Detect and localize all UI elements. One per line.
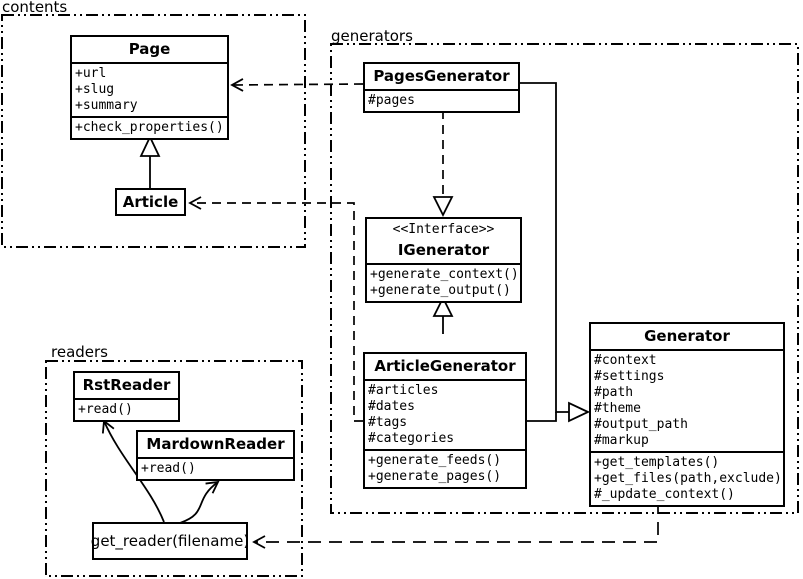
attributes-section: #context #settings #path #theme #output_…	[591, 349, 783, 451]
method: +get_templates()	[594, 455, 720, 470]
class-box-rstreader: RstReader +read()	[73, 371, 180, 422]
attribute: #pages	[368, 93, 415, 108]
attribute: #path	[594, 385, 634, 400]
class-title: PagesGenerator	[373, 67, 510, 85]
dependency-pagesgenerator-to-page	[230, 78, 364, 92]
attributes-section: #articles #dates #tags #categories	[365, 379, 525, 449]
attribute: #categories	[368, 431, 455, 446]
attribute: #theme	[594, 401, 641, 416]
dependency-generator-to-getreader	[252, 501, 659, 549]
methods-section: +read()	[75, 398, 178, 420]
methods-section: +generate_feeds() +generate_pages()	[365, 449, 525, 487]
class-title: Generator	[644, 327, 730, 345]
inheritance-articlegenerator-to-igenerator	[432, 295, 454, 334]
class-box-article: Article	[115, 188, 186, 216]
methods-section: +check_properties()	[72, 116, 227, 138]
inheritance-generators-to-generator	[520, 82, 591, 423]
attribute: #dates	[368, 399, 415, 414]
package-border-readers	[45, 360, 303, 577]
attribute: #settings	[594, 369, 665, 384]
method: +generate_output()	[370, 283, 511, 298]
attribute: +summary	[75, 98, 138, 113]
class-title: MardownReader	[146, 435, 285, 453]
realization-pagesgenerator-to-igenerator	[432, 110, 454, 218]
attribute: #articles	[368, 383, 439, 398]
package-border-generators	[330, 43, 799, 514]
attribute: #markup	[594, 433, 649, 448]
class-title: Article	[122, 193, 179, 211]
package-label-contents: contents	[2, 0, 68, 16]
methods-section: +read()	[138, 457, 293, 479]
class-title: RstReader	[82, 376, 171, 394]
class-box-igenerator: <<Interface>> IGenerator +generate_conte…	[365, 217, 522, 303]
attributes-section: +url +slug +summary	[72, 62, 227, 116]
method: +check_properties()	[75, 120, 224, 135]
method: +read()	[78, 402, 133, 417]
dependency-articlegenerator-to-article	[188, 196, 363, 422]
method: +generate_pages()	[368, 469, 502, 484]
package-label-readers: readers	[51, 343, 108, 361]
method: +get_files(path,exclude)	[594, 471, 782, 486]
function-box-get-reader: get_reader(filename)	[90, 522, 250, 560]
methods-section: +get_templates() +get_files(path,exclude…	[591, 451, 783, 505]
attribute: #output_path	[594, 417, 688, 432]
method: +generate_context()	[370, 267, 519, 282]
package-label-generators: generators	[331, 27, 413, 45]
function-label: get_reader(filename)	[90, 532, 250, 550]
inheritance-article-to-page	[139, 134, 161, 188]
stereotype-label: <<Interface>>	[392, 222, 495, 237]
attribute: +slug	[75, 82, 115, 97]
method: #_update_context()	[594, 487, 735, 502]
method: +generate_feeds()	[368, 453, 502, 468]
methods-section: +generate_context() +generate_output()	[367, 263, 520, 301]
attribute: #context	[594, 353, 657, 368]
class-box-generator: Generator #context #settings #path #them…	[589, 322, 785, 507]
class-box-mardownreader: MardownReader +read()	[136, 430, 295, 481]
arrow-getreader-to-mardownreader	[179, 480, 220, 524]
arrow-getreader-to-rstreader	[101, 419, 165, 523]
package-border-contents	[1, 14, 306, 248]
class-title: Page	[128, 40, 171, 58]
class-box-articlegenerator: ArticleGenerator #articles #dates #tags …	[363, 352, 527, 489]
class-title: ArticleGenerator	[374, 357, 516, 375]
attribute: #tags	[368, 415, 408, 430]
attributes-section: #pages	[365, 89, 518, 111]
class-box-pagesgenerator: PagesGenerator #pages	[363, 62, 520, 113]
attribute: +url	[75, 66, 107, 81]
class-title: IGenerator	[397, 241, 490, 259]
class-box-page: Page +url +slug +summary +check_properti…	[70, 35, 229, 140]
method: +read()	[141, 461, 196, 476]
